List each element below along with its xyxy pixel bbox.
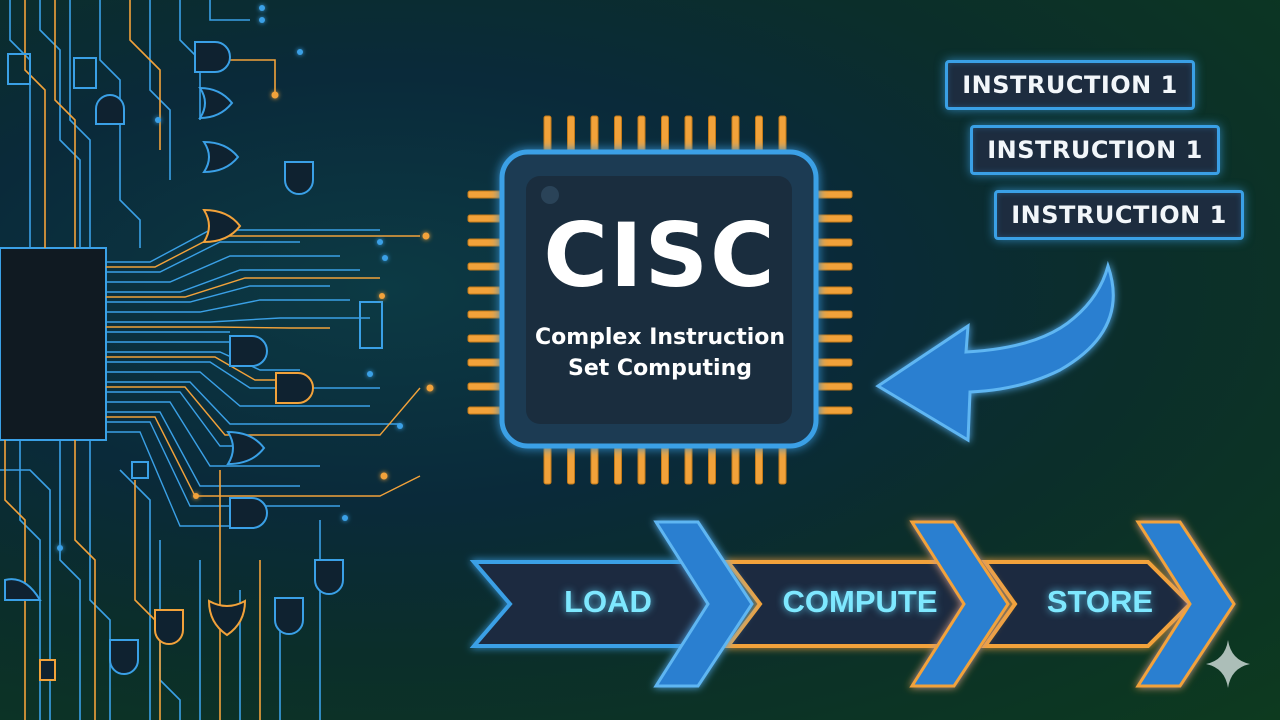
- pipeline-label-load: LOAD: [564, 584, 652, 619]
- instruction-box-2: INSTRUCTION 1: [970, 125, 1220, 175]
- pipeline-step-store: [981, 520, 1236, 688]
- pipeline-label-store: STORE: [1046, 584, 1154, 619]
- pipeline-step-load: [469, 520, 754, 688]
- pipeline-step-compute: [723, 520, 1010, 688]
- chip-subtitle-line2: Set Computing: [567, 356, 752, 381]
- instruction-box-1: INSTRUCTION 1: [945, 60, 1195, 110]
- chip-subtitle-line1: Complex Instruction: [534, 325, 786, 350]
- chip-subtitle: Complex Instruction Set Computing: [520, 322, 800, 384]
- chip-title: CISC: [543, 204, 777, 307]
- instruction-box-3: INSTRUCTION 1: [994, 190, 1244, 240]
- pipeline-label-compute: COMPUTE: [782, 584, 938, 619]
